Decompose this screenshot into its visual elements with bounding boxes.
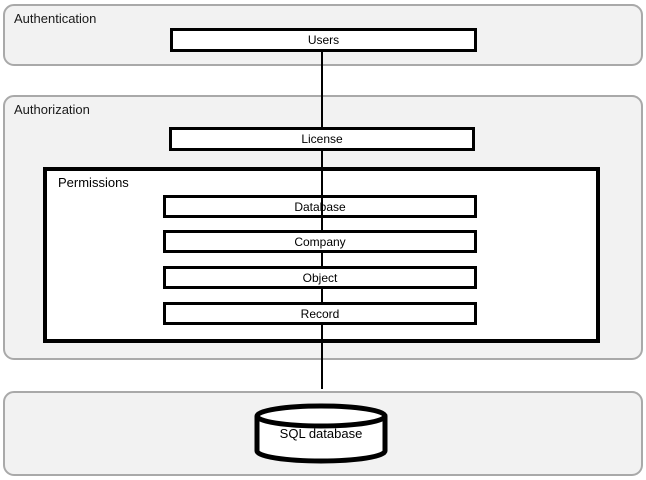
storage-section: SQL database [3, 391, 643, 476]
connector-object-to-record [321, 289, 323, 303]
connector-license-to-company [321, 150, 323, 231]
authorization-section: Authorization License Permissions Databa… [3, 95, 643, 360]
authentication-section: Authentication Users [3, 4, 643, 66]
sql-database-node: SQL database [252, 403, 390, 465]
record-box: Record [163, 302, 477, 325]
sql-database-label: SQL database [279, 426, 363, 441]
object-box: Object [163, 266, 477, 289]
authorization-label: Authorization [14, 102, 90, 117]
database-box: Database [163, 195, 477, 218]
database-cylinder-icon [254, 403, 388, 464]
connector-record-to-storage [321, 325, 323, 389]
authentication-label: Authentication [14, 11, 97, 26]
permissions-label: Permissions [58, 175, 129, 190]
license-box: License [169, 127, 475, 151]
users-box: Users [170, 28, 477, 52]
connector-company-to-object [321, 253, 323, 267]
company-box: Company [163, 230, 477, 253]
connector-users-to-license [321, 51, 323, 129]
